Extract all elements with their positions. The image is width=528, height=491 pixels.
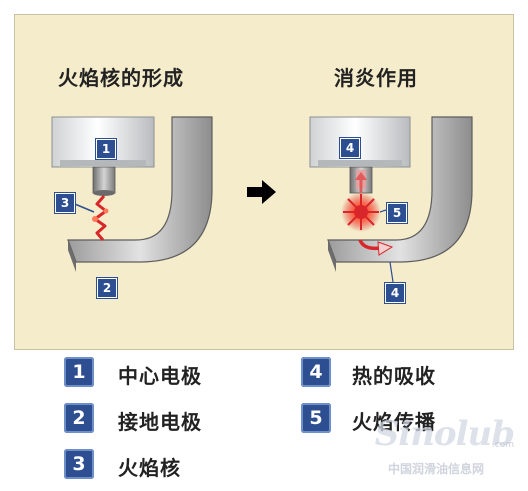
legend-label-flame-kernel: 火焰核 [118,456,181,480]
legend-label-ground-electrode: 接地电极 [118,410,202,434]
callout-heat-absorption-ground: 4 [385,283,405,303]
legend-badge-4: 4 [301,357,331,387]
legend-badge-5: 5 [301,403,331,433]
legend-badge-3: 3 [64,449,94,479]
heat-arrow-ground [358,239,381,251]
callout-flame-spread: 5 [387,203,407,223]
title-flame-kernel-formation: 火焰核的形成 [58,66,184,90]
left-ground-tip [68,240,76,272]
transition-arrow [247,180,276,204]
callout-heat-absorption-center: 4 [340,138,360,158]
legend-label-center-electrode: 中心电极 [118,364,202,388]
watermark-brand-sub: .com [491,440,514,450]
watermark-brand: Sinolub [374,414,515,454]
watermark-site: 中国润滑油信息网 [388,462,485,476]
right-insulator [309,116,411,168]
legend-badge-1: 1 [64,357,94,387]
right-ground-electrode [327,116,473,263]
legend-label-flame-spread: 火焰传播 [352,410,436,434]
legend-badge-2: 2 [64,403,94,433]
left-ground-electrode [67,116,213,263]
callout-ground-electrode-left: 2 [97,278,117,298]
left-center-electrode [92,166,116,196]
flame-burst [341,192,381,232]
legend-label-heat-absorption: 热的吸收 [352,364,436,388]
title-quenching-effect: 消炎作用 [334,66,418,90]
right-ground-tip [328,240,336,272]
callout-center-electrode-left: 1 [96,139,116,159]
watermark-logo: Sinolub .com 中国润滑油信息网 [375,414,522,484]
callout-flame-kernel: 3 [55,193,75,213]
